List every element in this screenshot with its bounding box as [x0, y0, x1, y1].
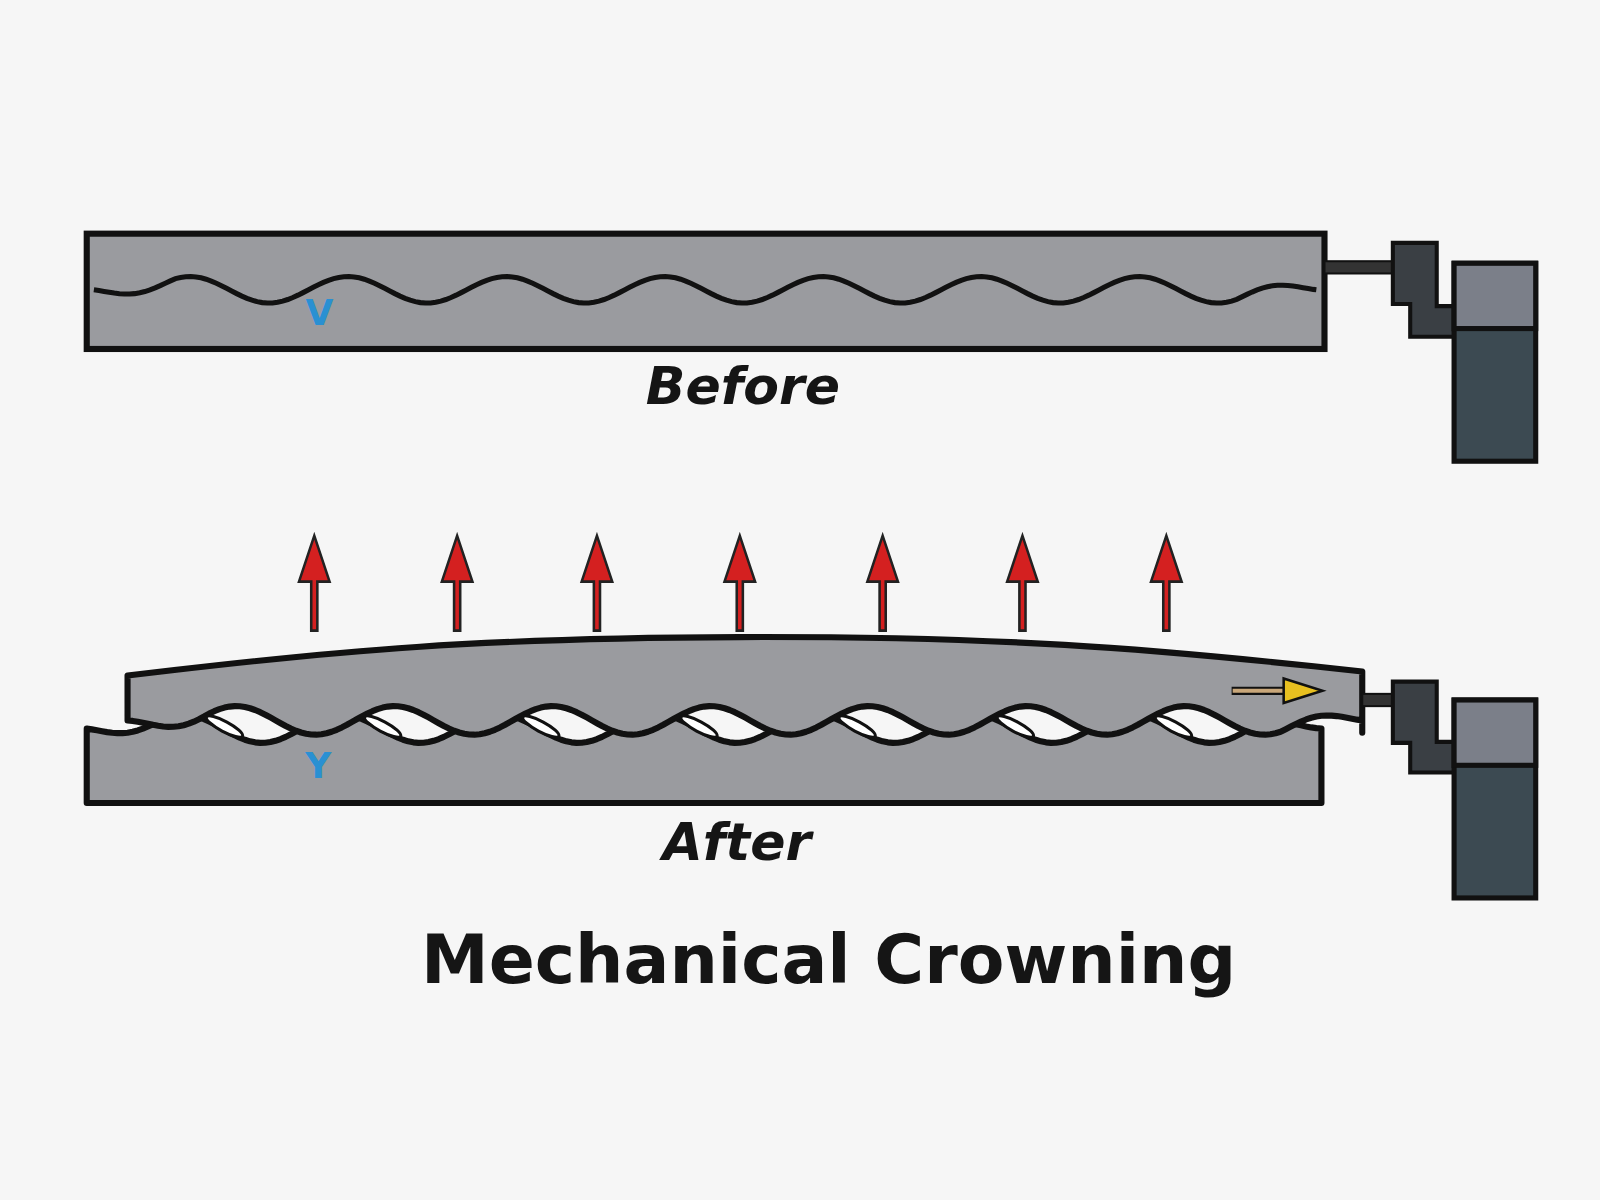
crowning-gap: [995, 712, 1036, 740]
state-caption: Before: [646, 356, 840, 416]
axis-symbol: Y: [305, 745, 331, 786]
crowning-gap: [1153, 712, 1194, 740]
clamp-body: [1454, 700, 1536, 898]
crowning-gap: [204, 712, 245, 740]
crowning-force-arrows: [299, 536, 1182, 631]
clamp-block: [1393, 682, 1454, 773]
clamp-cap: [1454, 700, 1536, 765]
bed-deflection-line: [94, 277, 1316, 303]
lift-arrow: [867, 536, 898, 631]
bed-bar: [87, 234, 1325, 349]
shift-arrow: [1233, 689, 1288, 693]
clamp-cap: [1454, 263, 1536, 328]
crowning-gap: [837, 712, 878, 740]
after-bed: [87, 637, 1536, 898]
state-caption: After: [662, 812, 811, 872]
shift-arrow-head: [1284, 679, 1323, 703]
clamp-block: [1393, 243, 1454, 337]
lift-arrow: [1007, 536, 1038, 631]
shift-arrow: [1232, 687, 1288, 695]
crowning-gap: [520, 712, 561, 740]
diagram-title: Mechanical Crowning: [421, 920, 1236, 999]
upper-crowned-bar: [128, 637, 1363, 735]
clamp-rod: [1324, 261, 1395, 273]
crowning-gap: [362, 712, 403, 740]
lift-arrow: [582, 536, 613, 631]
axis-symbol: V: [305, 292, 333, 333]
lift-arrow: [1151, 536, 1182, 631]
lift-arrow: [724, 536, 755, 631]
lift-arrow: [299, 536, 330, 631]
clamp-body: [1454, 263, 1536, 461]
lift-arrow: [442, 536, 473, 631]
crowning-gap: [679, 712, 720, 740]
before-bed: [87, 234, 1536, 462]
